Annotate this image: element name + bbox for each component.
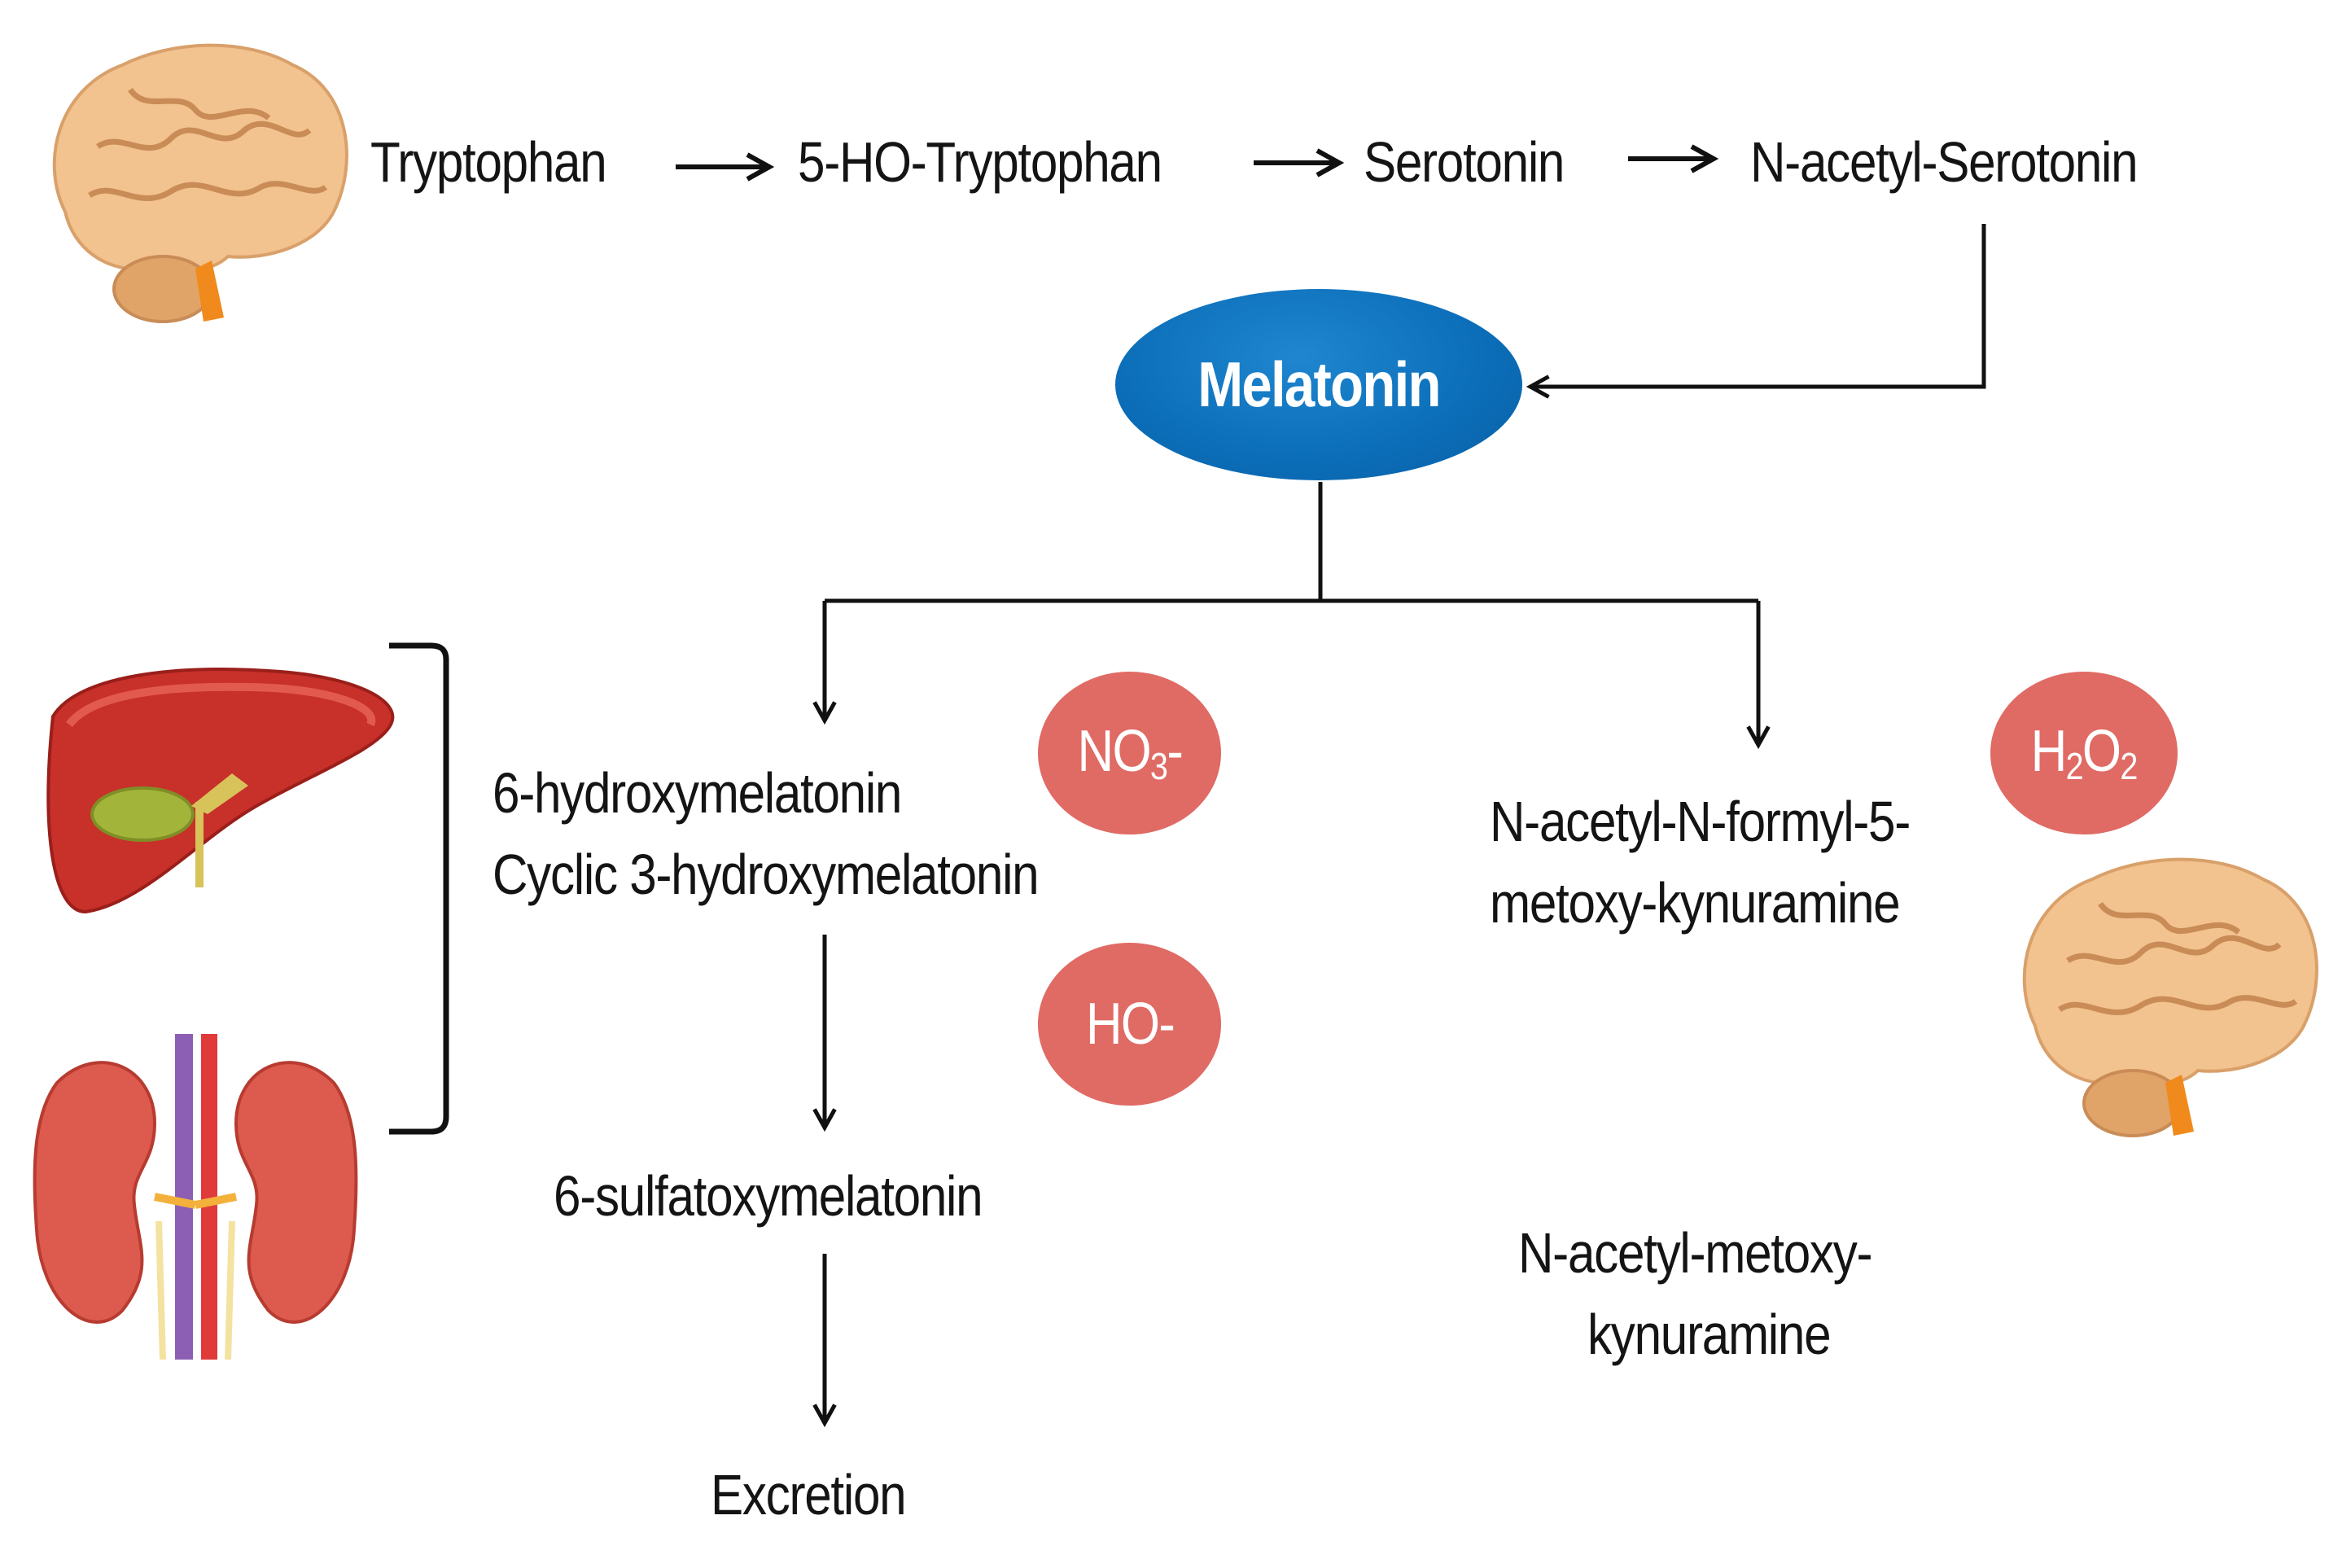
label-afmk-line1: N-acetyl-N-formyl-5- — [1490, 790, 1911, 853]
arrow-nacetyl-to-melatonin — [1530, 224, 1986, 387]
label-amk-line2: kynuramine — [1587, 1303, 1832, 1366]
melatonin-label: Melatonin — [1197, 348, 1441, 420]
label-6-hydroxymelatonin: 6-hydroxymelatonin — [493, 761, 902, 825]
label-cyclic-3-hydroxymelatonin: Cyclic 3-hydroxymelatonin — [493, 843, 1040, 906]
melatonin-node: Melatonin — [1115, 289, 1522, 480]
radical-nitrate: NO3- — [1038, 672, 1221, 834]
label-serotonin: Serotonin — [1364, 130, 1565, 194]
liver-icon — [46, 668, 395, 914]
brain-icon-right — [2022, 857, 2318, 1137]
organ-bracket — [389, 642, 449, 1135]
label-tryptophan: Tryptophan — [370, 130, 607, 194]
label-excretion: Excretion — [711, 1463, 907, 1526]
label-6-sulfatoxymelatonin: 6-sulfatoxymelatonin — [554, 1164, 983, 1228]
label-afmk-line2: metoxy-kynuramine — [1490, 871, 1901, 935]
radical-nitrate-label: NO3- — [1077, 719, 1183, 787]
label-5-ho-tryptophan: 5-HO-Tryptophan — [798, 130, 1162, 194]
radical-hydroxyl-label: HO- — [1085, 992, 1175, 1057]
label-amk-line1: N-acetyl-metoxy- — [1518, 1221, 1873, 1285]
label-n-acetyl-serotonin: N-acetyl-Serotonin — [1750, 130, 2139, 194]
radical-hydroxyl: HO- — [1038, 943, 1221, 1106]
brain-icon — [52, 43, 348, 323]
kidneys-icon — [33, 1034, 358, 1360]
radical-peroxide: H2O2 — [1990, 672, 2178, 834]
radical-peroxide-label: H2O2 — [2030, 719, 2139, 787]
